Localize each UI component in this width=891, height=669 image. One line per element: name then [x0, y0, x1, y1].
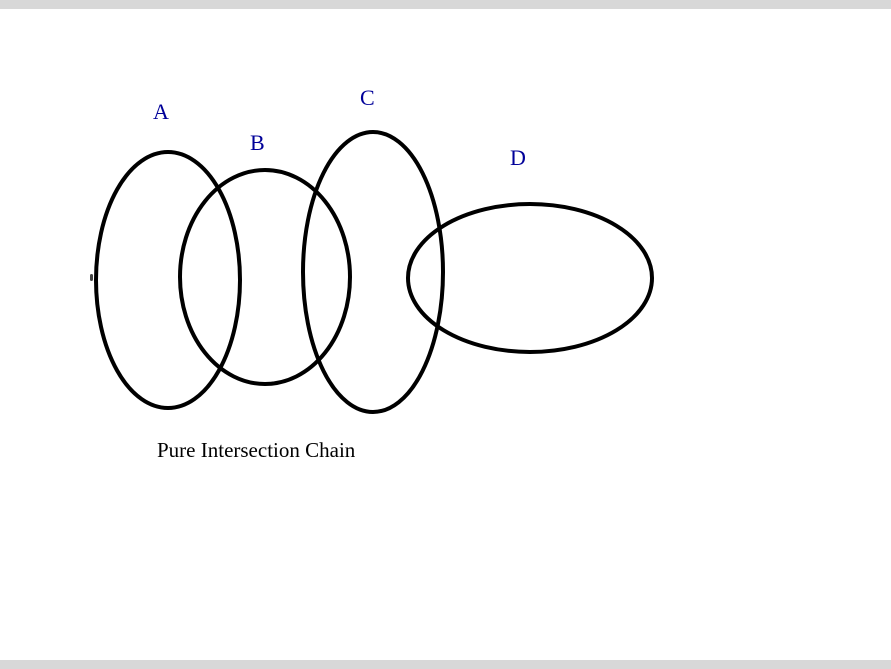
bottom-edge-strip: [0, 660, 891, 669]
set-ellipse-A: [94, 150, 242, 410]
ellipse-label-A: A: [153, 99, 169, 124]
set-ellipse-C: [301, 130, 445, 414]
ellipse-label-D: D: [510, 145, 526, 170]
diagram-caption: Pure Intersection Chain: [157, 438, 356, 462]
ellipse-label-C: C: [360, 85, 375, 110]
set-ellipse-D: [406, 202, 654, 354]
top-edge-strip: [0, 0, 891, 9]
stray-mark: [90, 274, 93, 281]
set-ellipse-B: [178, 168, 352, 386]
ellipse-label-B: B: [250, 130, 265, 155]
